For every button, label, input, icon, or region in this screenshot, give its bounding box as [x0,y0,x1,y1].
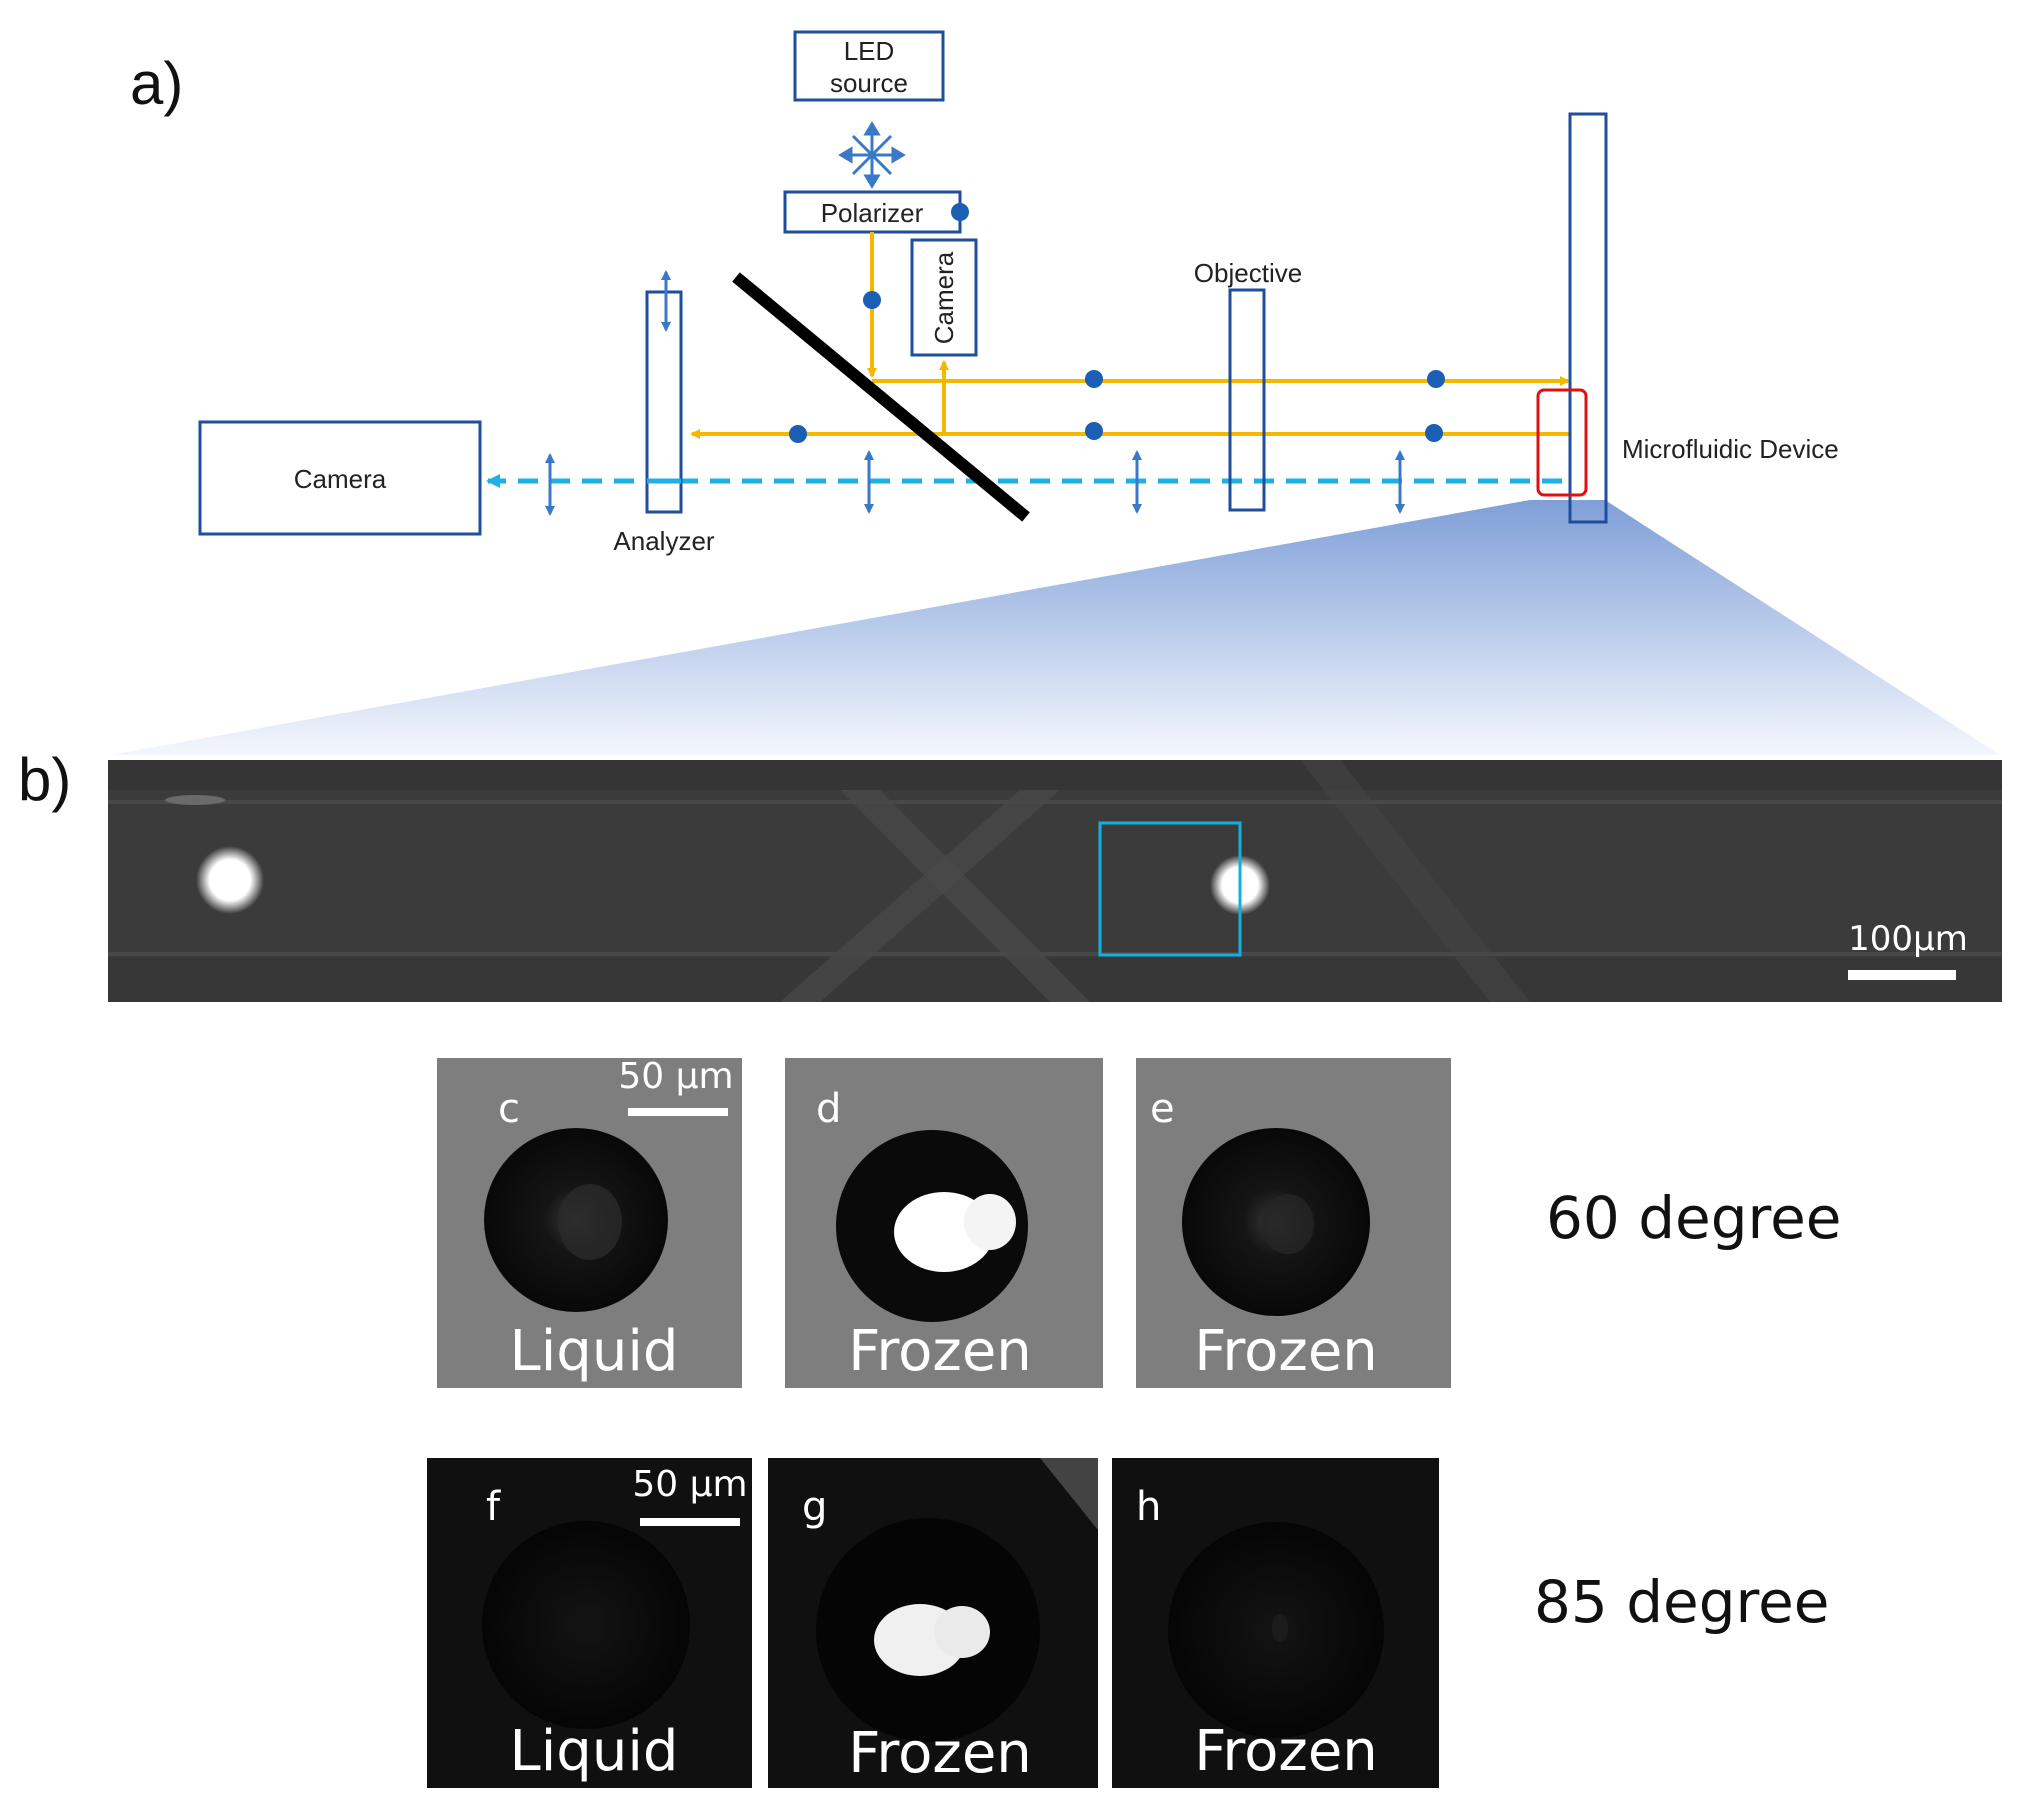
small-camera-label: Camera [929,251,959,344]
pane-d: d Frozen [785,1058,1103,1388]
panel-b-label: b) [18,746,71,813]
microfluidic-device: Microfluidic Device [1536,112,1839,524]
pane-letter: g [802,1484,827,1530]
analyzer: Analyzer [613,290,715,556]
device-label: Microfluidic Device [1622,434,1839,464]
pane-letter: e [1150,1086,1175,1132]
device-region-highlight [1536,388,1588,497]
unpolarized-light-icon [838,121,906,189]
scale-bar-100um-label: 100μm [1848,919,1968,959]
angle-label-85: 85 degree [1534,1568,1830,1636]
polarizer: Polarizer [783,190,969,234]
pane-f: f Liquid 50 μm [427,1458,752,1788]
channel-micrograph: 100μm [108,760,2002,1002]
pane-c: c Liquid 50 μm [437,1056,742,1388]
polarization-arrows [545,270,1405,516]
scale-bar-50um-label: 50 μm [618,1056,733,1097]
pane-letter: f [486,1484,501,1530]
scale-bar-50um [640,1518,740,1526]
pane-letter: h [1136,1484,1161,1530]
main-camera-label: Camera [294,464,387,494]
pane-e: e Frozen [1136,1058,1451,1388]
polarizer-label: Polarizer [821,198,924,228]
scale-bar-50um [628,1108,728,1116]
objective: Objective [1194,258,1302,512]
pane-h: h Frozen [1112,1458,1439,1788]
beam-dot [1425,424,1443,442]
beam-dot [863,291,881,309]
scale-bar-100um [1848,970,1956,980]
led-label-line2: source [830,68,908,98]
pane-letter: d [816,1086,841,1132]
pane-g: g Frozen [768,1458,1098,1788]
polarizer-dot [951,203,969,221]
beam-splitter [732,272,1030,522]
objective-label: Objective [1194,258,1302,288]
pane-letter: c [498,1086,520,1132]
led-source: LED source [793,30,945,102]
beam-dot [789,425,807,443]
pane-state: Frozen [848,1721,1032,1786]
analyzer-label: Analyzer [613,526,714,556]
droplet [196,846,264,914]
zoom-cone [110,500,2000,755]
pane-state: Frozen [1194,1719,1378,1784]
pane-state: Frozen [848,1319,1032,1384]
led-label-line1: LED [844,36,895,66]
small-camera: Camera [910,238,978,357]
pane-state: Liquid [510,1319,679,1384]
pane-state: Liquid [510,1719,679,1784]
angle-label-60: 60 degree [1546,1184,1842,1252]
beam-dot [1085,370,1103,388]
beam-dot [1085,422,1103,440]
scale-bar-50um-label: 50 μm [632,1464,747,1505]
panel-a-label: a) [130,50,183,117]
main-camera: Camera [198,420,482,536]
droplet-highlight [1098,821,1242,957]
beam-dot [1427,370,1445,388]
pane-state: Frozen [1194,1319,1378,1384]
